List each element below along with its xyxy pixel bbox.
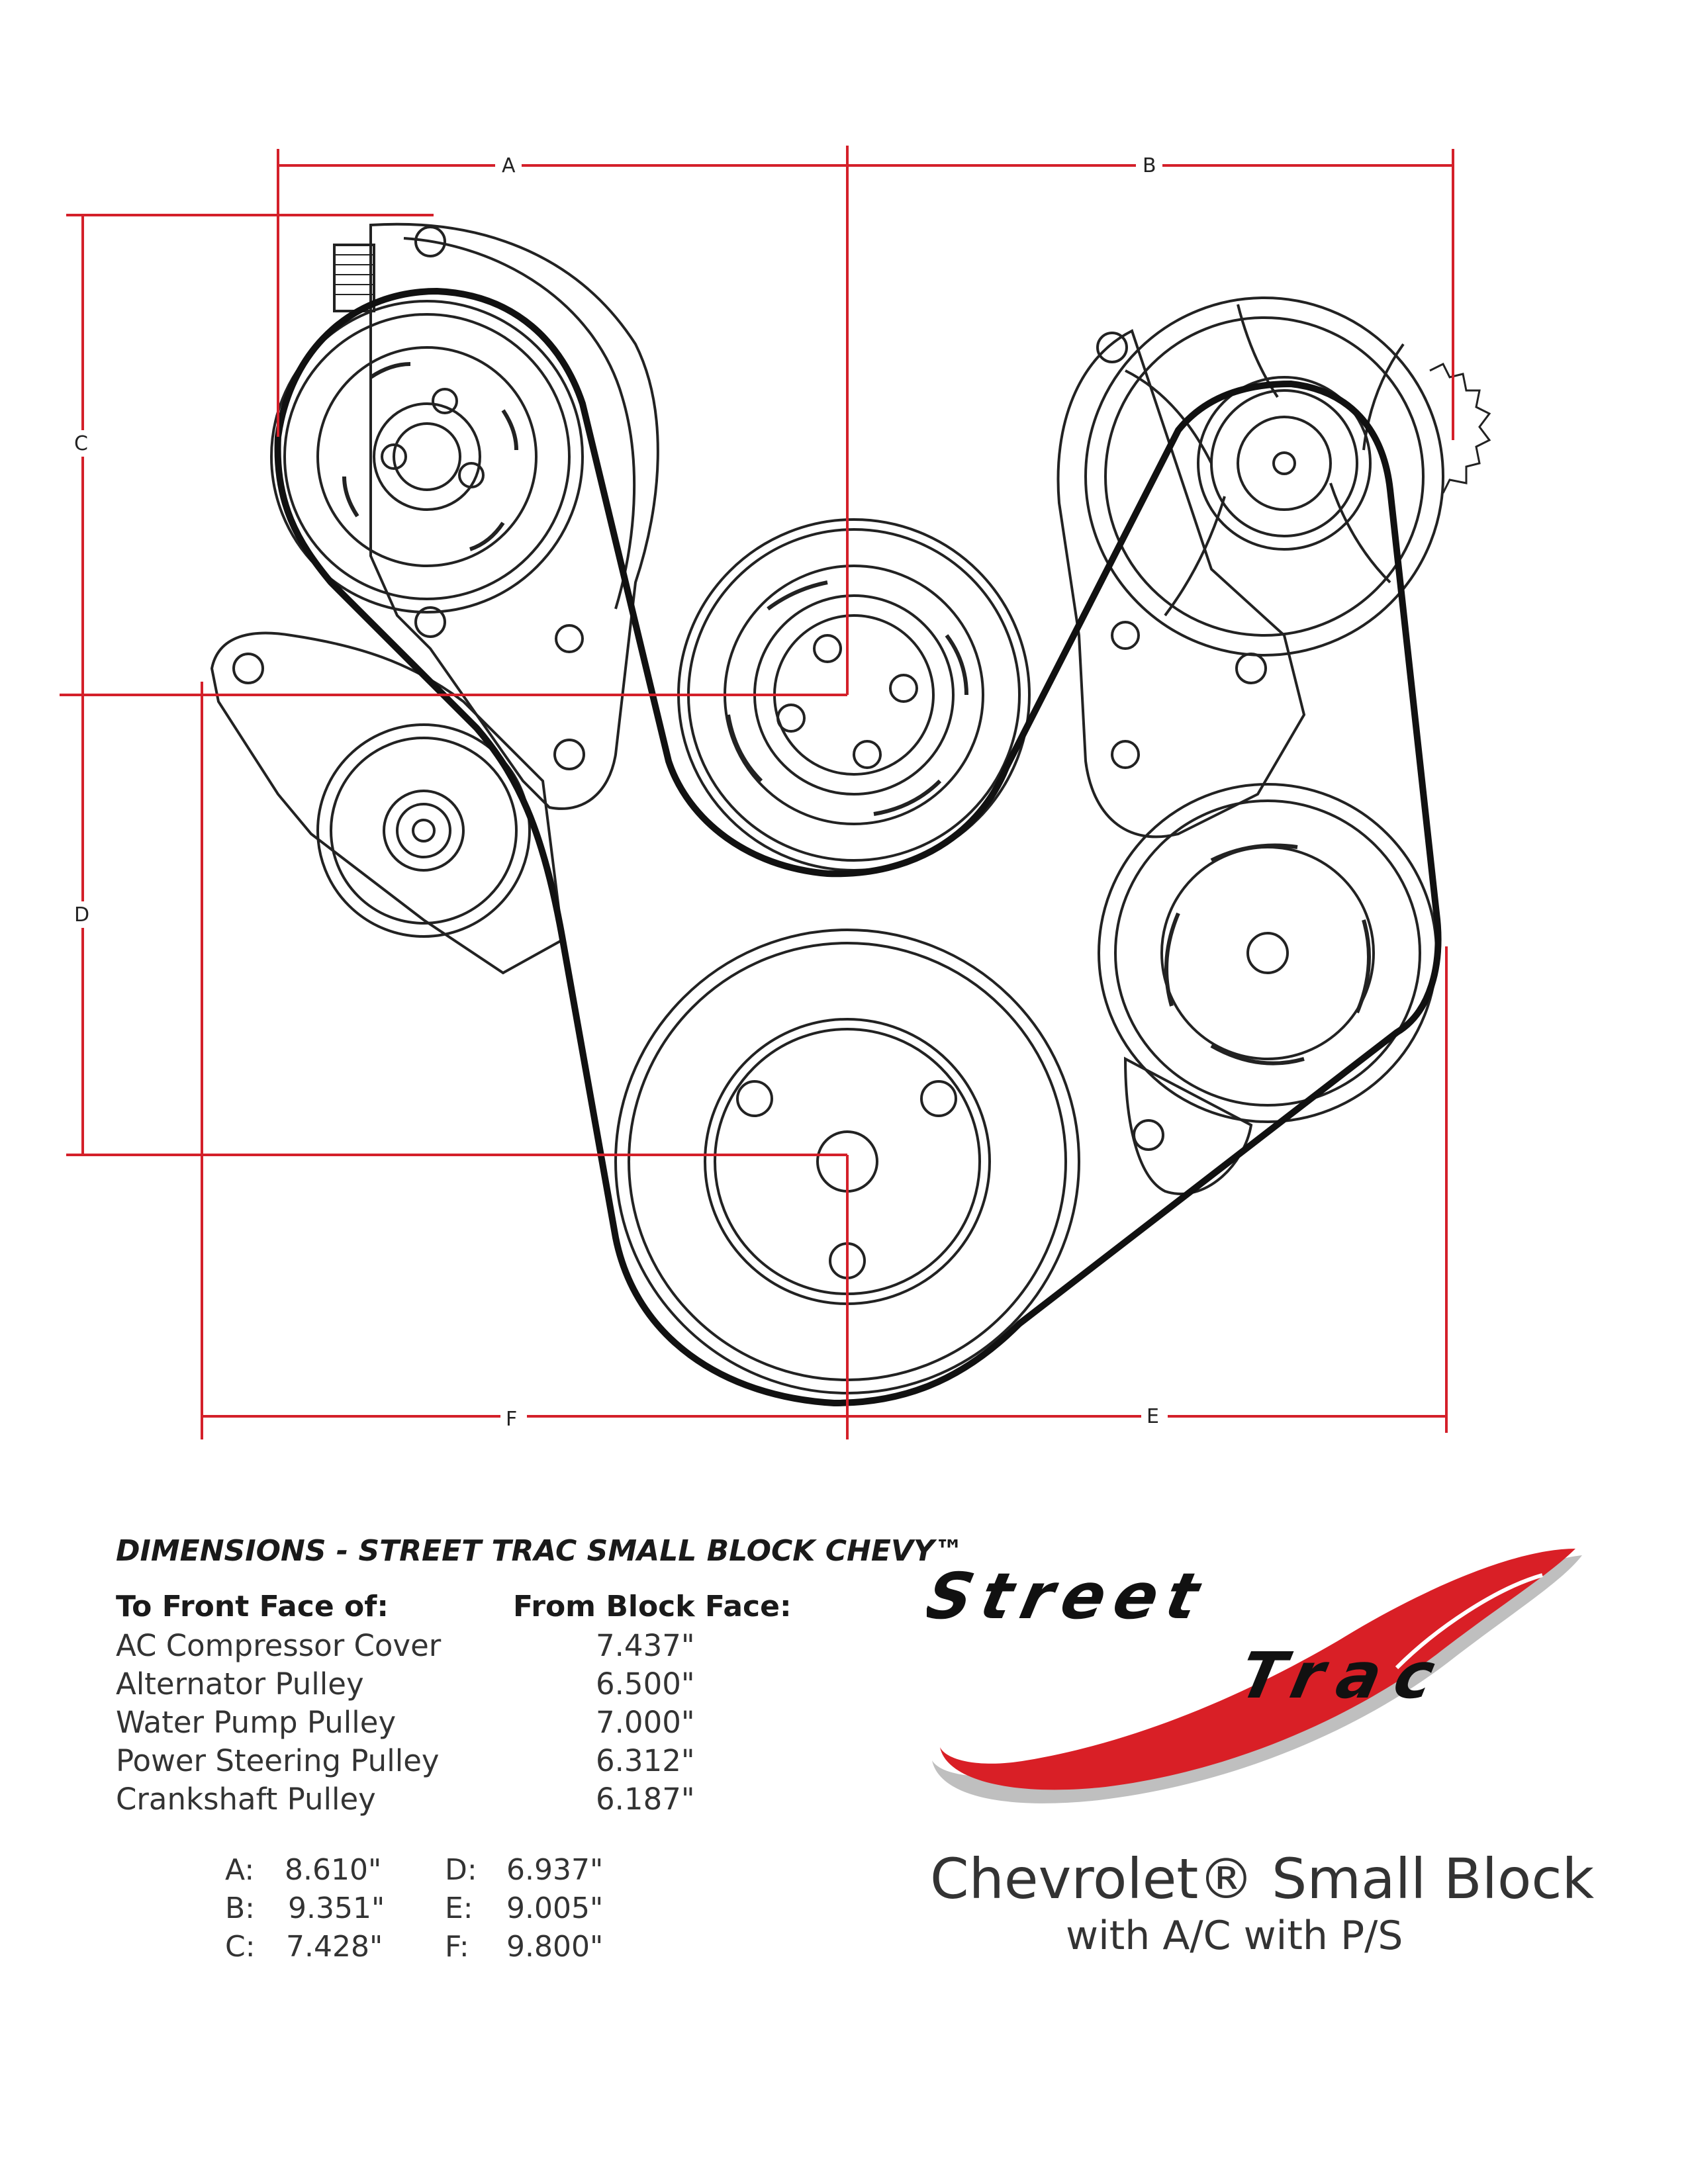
bracket-outlines — [210, 222, 1306, 1195]
pulley-water-pump — [677, 518, 1031, 872]
dim-label-d: D — [74, 903, 89, 927]
dim-label-e: E — [1147, 1405, 1159, 1428]
pulley-idler — [316, 723, 531, 938]
letter-value: 7.428" — [286, 1930, 383, 1964]
dim-label-a: A — [502, 154, 516, 177]
street-trac-logo: Street Trac — [927, 1549, 1582, 1803]
letter-value: 9.005" — [506, 1891, 604, 1925]
row-value: 6.500" — [596, 1666, 695, 1702]
dim-label-f: F — [506, 1408, 517, 1431]
row-label: Water Pump Pulley — [116, 1705, 397, 1740]
row-label: AC Compressor Cover — [116, 1628, 442, 1663]
letter-value: 8.610" — [285, 1853, 382, 1887]
letter-key: E: — [445, 1891, 473, 1925]
logo-swoosh — [940, 1549, 1575, 1790]
alternator-bracket — [1056, 329, 1306, 839]
letter-key: D: — [445, 1853, 477, 1887]
row-value: 7.000" — [596, 1705, 695, 1740]
ac-bracket — [369, 222, 659, 810]
bracket-bolts — [232, 226, 1267, 1151]
row-value: 6.312" — [596, 1743, 695, 1778]
ps-bracket — [1123, 1056, 1253, 1195]
product-subtitle: with A/C with P/S — [1066, 1913, 1403, 1959]
row-label: Power Steering Pulley — [116, 1743, 440, 1778]
letter-key: A: — [225, 1853, 255, 1887]
letter-key: B: — [225, 1891, 256, 1925]
letter-key: C: — [225, 1930, 256, 1964]
dim-label-b: B — [1143, 154, 1156, 177]
row-label: Alternator Pulley — [116, 1666, 364, 1702]
dimension-lines — [60, 146, 1454, 1439]
row-value: 6.187" — [596, 1782, 695, 1817]
product-title: Chevrolet® Small Block — [930, 1846, 1595, 1911]
logo-word-trac: Trac — [1233, 1639, 1456, 1713]
idler-bracket — [210, 631, 565, 975]
logo-word-street: Street — [927, 1559, 1215, 1633]
letter-key: F: — [445, 1930, 469, 1964]
column-header-block-face: From Block Face: — [513, 1590, 792, 1623]
dimensions-title: DIMENSIONS - STREET TRAC SMALL BLOCK CHE… — [116, 1534, 964, 1568]
dimension-labels: A B C D E F — [70, 154, 1168, 1431]
letter-value: 9.800" — [506, 1930, 604, 1964]
dim-label-c: C — [74, 432, 88, 455]
column-header-front-face: To Front Face of: — [116, 1590, 389, 1623]
serpentine-belt — [274, 287, 1442, 1407]
pulley-alternator — [1084, 296, 1491, 657]
pulley-ac-compressor — [270, 300, 584, 614]
row-label: Crankshaft Pulley — [116, 1782, 376, 1817]
belt-routing-diagram: A B C D E F — [60, 146, 1491, 1439]
letter-value: 9.351" — [288, 1891, 385, 1925]
row-value: 7.437" — [596, 1628, 695, 1663]
letter-value: 6.937" — [506, 1853, 604, 1887]
